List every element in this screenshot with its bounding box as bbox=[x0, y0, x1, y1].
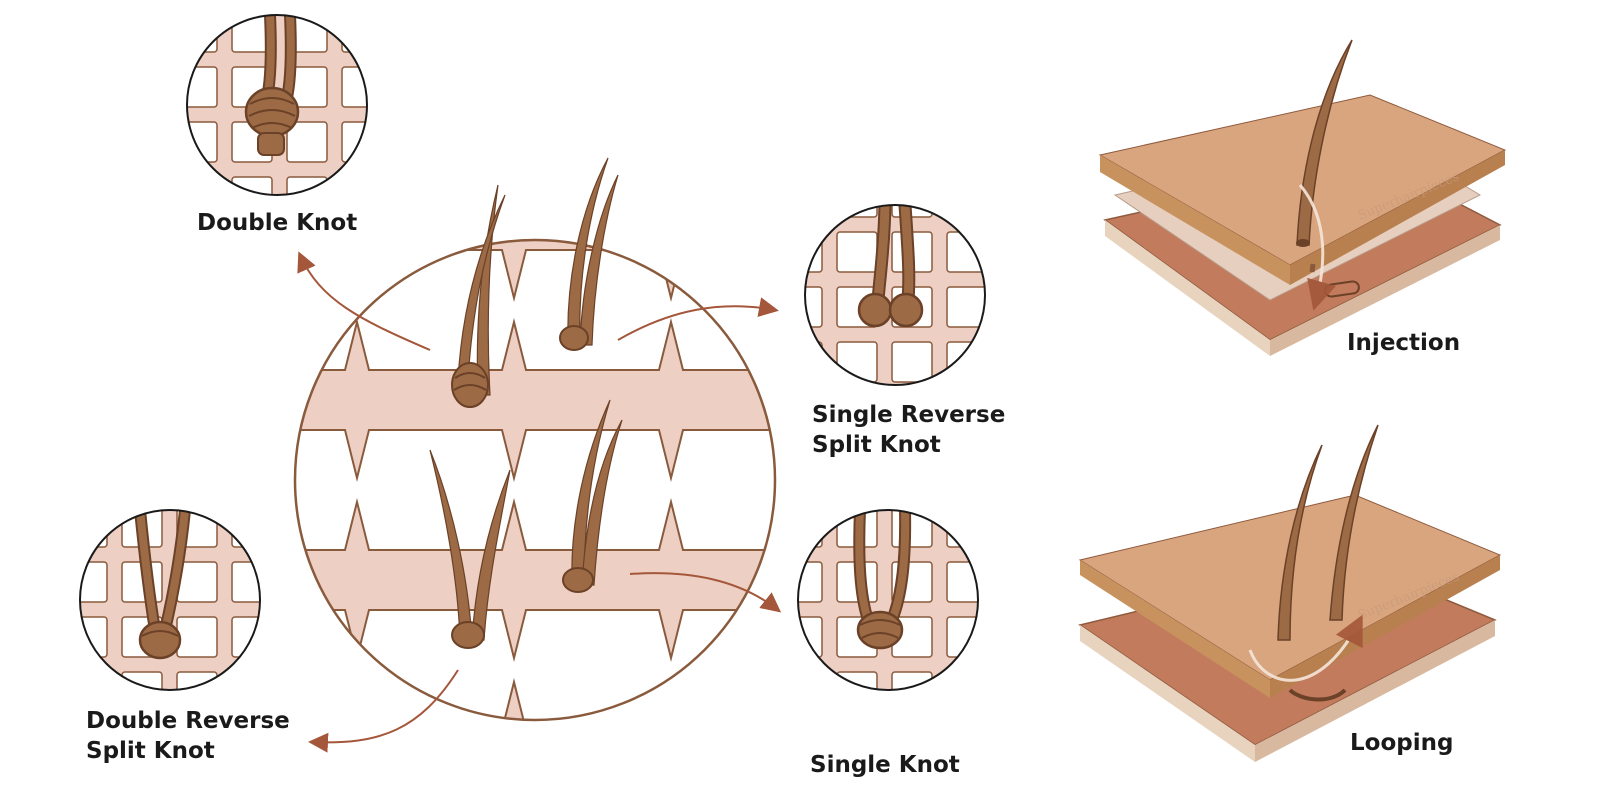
label-line: Single Reverse bbox=[812, 402, 1006, 428]
knot-icon bbox=[856, 610, 904, 650]
zoom-circle-double-knot bbox=[186, 14, 368, 196]
hair-strand-icon bbox=[476, 184, 499, 396]
hair-strand-icon bbox=[1296, 39, 1353, 246]
knot-icon bbox=[451, 621, 485, 649]
hair-strand-icon bbox=[581, 419, 623, 586]
arrows bbox=[297, 251, 782, 753]
hair-strand-icon bbox=[471, 469, 511, 641]
zoom-circle-single-reverse-split-knot bbox=[804, 204, 986, 386]
knot-icon bbox=[244, 86, 300, 138]
central-hairs bbox=[429, 157, 623, 641]
label-line: Split Knot bbox=[812, 432, 941, 458]
zoom-circle-double-reverse-split-knot bbox=[79, 509, 261, 691]
arrow-icon bbox=[617, 297, 779, 341]
label-looping: Looping bbox=[1350, 730, 1454, 756]
label-double-reverse-split-knot: Double Reverse Split Knot bbox=[86, 706, 290, 766]
label-single-knot: Single Knot bbox=[810, 752, 960, 778]
label-line: Split Knot bbox=[86, 738, 215, 764]
knot-icon bbox=[138, 620, 182, 660]
knot-icon bbox=[559, 325, 589, 351]
hair-strand-icon bbox=[1329, 424, 1379, 621]
label-double-knot: Double Knot bbox=[197, 210, 358, 236]
injection-base-illustration: Superhairpieces bbox=[1098, 39, 1507, 356]
arrow-icon bbox=[629, 572, 782, 613]
hair-strand-icon bbox=[571, 399, 611, 586]
arrow-icon bbox=[308, 669, 459, 753]
label-single-reverse-split-knot: Single Reverse Split Knot bbox=[812, 400, 1005, 460]
hair-strand-icon bbox=[579, 174, 619, 346]
arrow-icon bbox=[297, 251, 431, 351]
looping-base-illustration: Superhairpieces bbox=[1078, 424, 1502, 762]
hair-strand-icon bbox=[429, 449, 473, 641]
label-line: Double Reverse bbox=[86, 708, 290, 734]
label-injection: Injection bbox=[1347, 330, 1461, 356]
central-knots bbox=[451, 325, 594, 649]
zoom-circle-single-knot bbox=[797, 509, 979, 691]
knot-icon bbox=[888, 292, 924, 328]
hair-strand-icon bbox=[567, 157, 609, 346]
hair-strand-icon bbox=[1277, 444, 1323, 641]
knot-icon bbox=[562, 567, 594, 593]
central-mesh-circle bbox=[293, 238, 777, 722]
hair-strand-icon bbox=[457, 194, 506, 381]
knot-icon bbox=[857, 292, 893, 328]
